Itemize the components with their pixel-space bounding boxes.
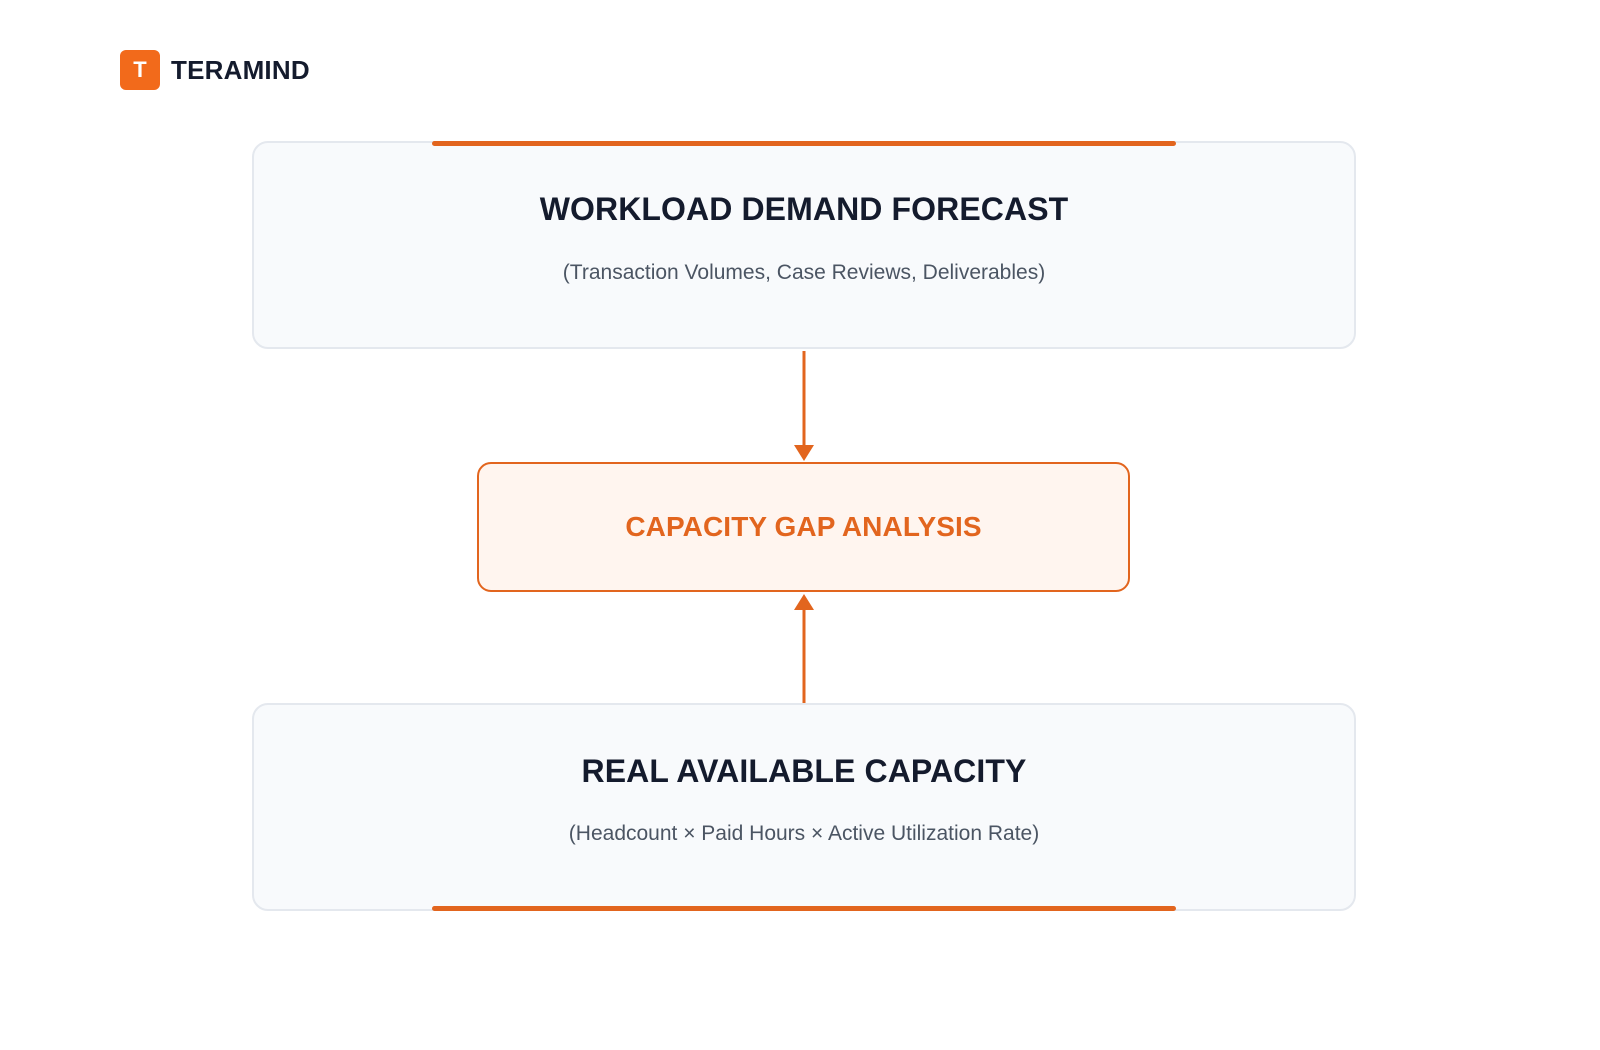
real-available-capacity-box: REAL AVAILABLE CAPACITY (Headcount × Pai…: [252, 703, 1356, 911]
real-available-capacity-title: REAL AVAILABLE CAPACITY: [581, 753, 1027, 789]
workload-demand-forecast-title: WORKLOAD DEMAND FORECAST: [539, 191, 1069, 227]
capacity-gap-analysis-box: CAPACITY GAP ANALYSIS: [477, 462, 1130, 592]
top-accent-line: [432, 141, 1176, 146]
brand-header: T TERAMIND: [120, 50, 310, 90]
capacity-gap-analysis-title: CAPACITY GAP ANALYSIS: [625, 511, 982, 542]
bottom-accent-line: [432, 906, 1176, 911]
workload-demand-forecast-subtitle: (Transaction Volumes, Case Reviews, Deli…: [562, 261, 1046, 284]
brand-name: TERAMIND: [171, 54, 310, 85]
workload-demand-forecast-box: WORKLOAD DEMAND FORECAST (Transaction Vo…: [252, 141, 1356, 349]
arrow-up-head-icon: [794, 594, 814, 610]
real-available-capacity-subtitle: (Headcount × Paid Hours × Active Utiliza…: [568, 822, 1040, 845]
arrow-down-head-icon: [794, 445, 814, 461]
brand-logo-icon: T: [120, 50, 160, 90]
